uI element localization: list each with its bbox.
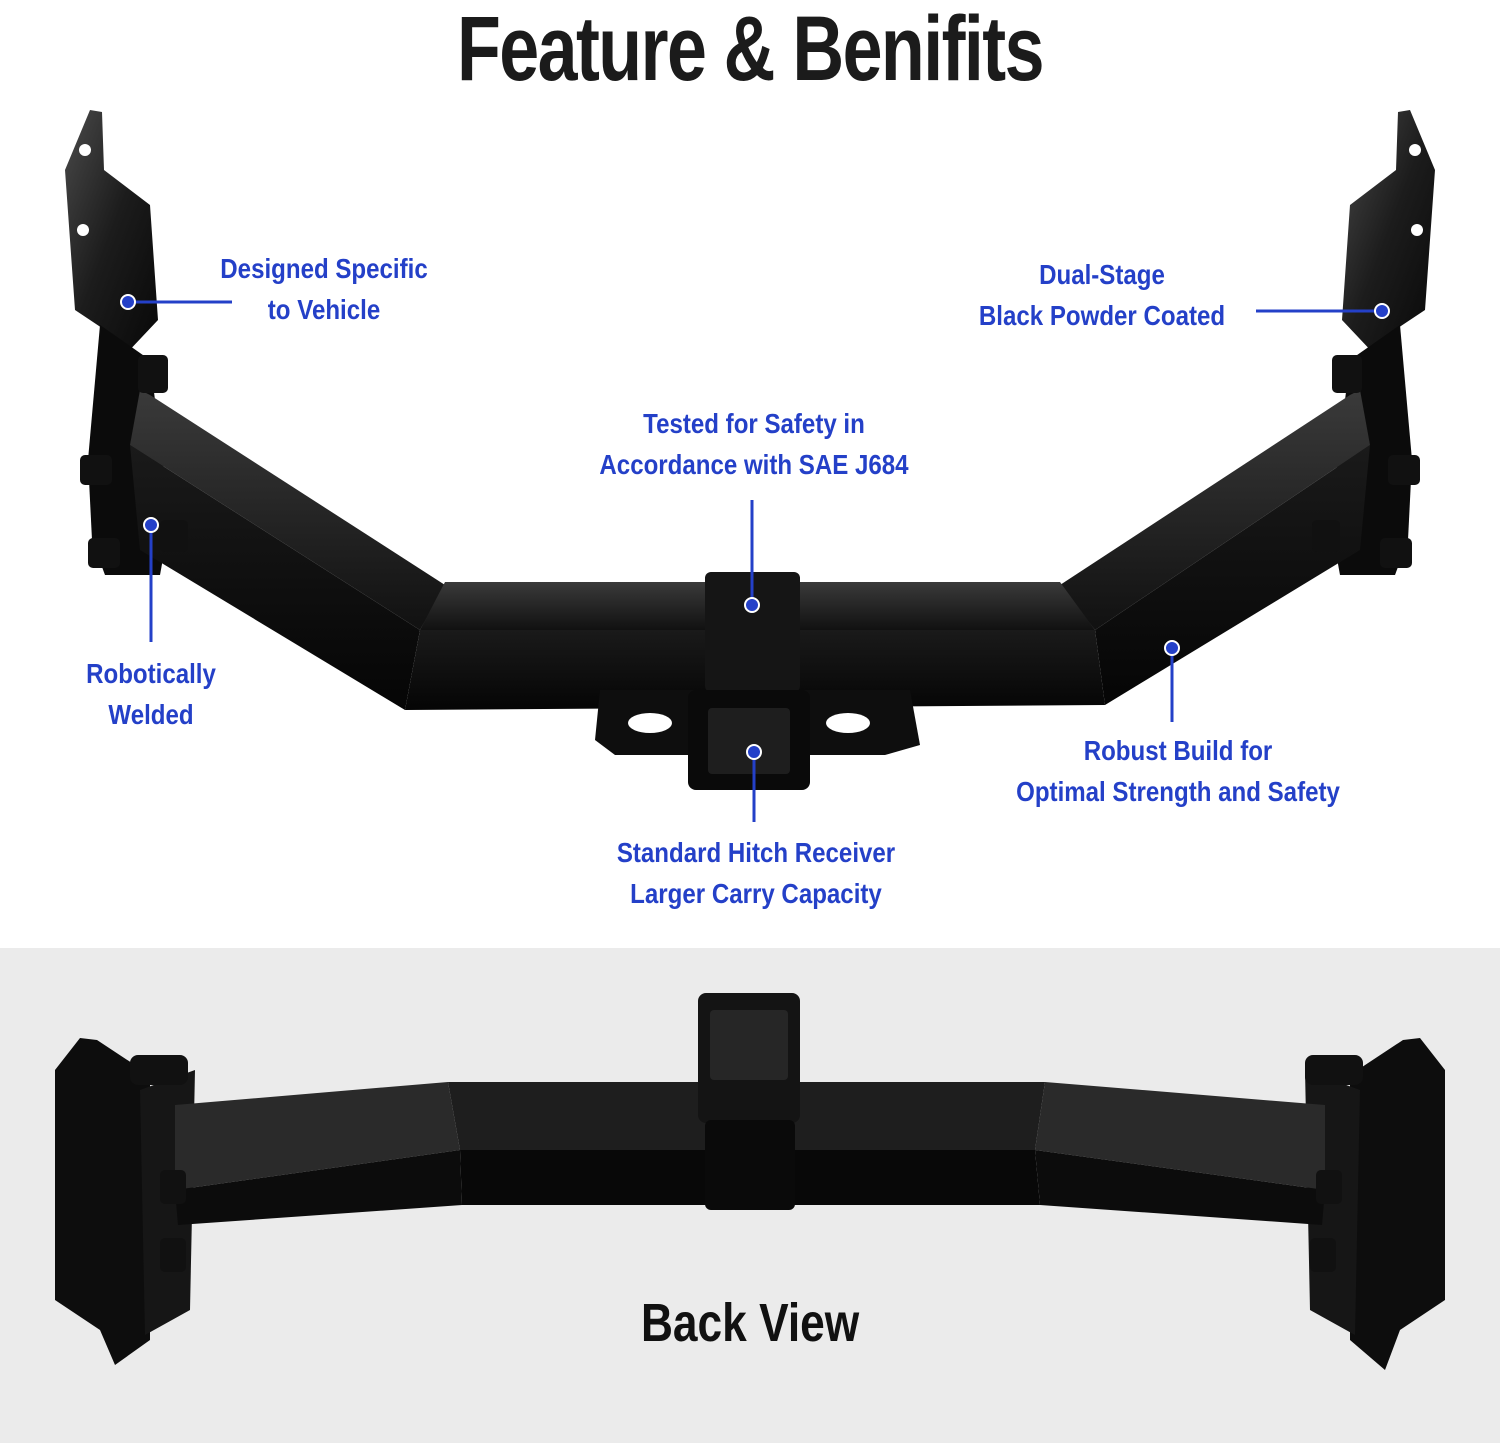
right-bolts bbox=[1312, 355, 1420, 568]
callout-dot-welded bbox=[143, 517, 159, 533]
callout-dot-receiver bbox=[746, 744, 762, 760]
back-receiver-lower bbox=[705, 1120, 795, 1210]
left-arm-tube-top bbox=[130, 390, 445, 630]
left-bolts bbox=[80, 355, 188, 568]
callout-tested-safety: Tested for Safety in Accordance with SAE… bbox=[599, 408, 909, 480]
page-title: Feature & Benifits bbox=[457, 0, 1045, 100]
callout-dot-coated bbox=[1374, 303, 1390, 319]
callout-robust-build: Robust Build for Optimal Strength and Sa… bbox=[1016, 735, 1340, 807]
back-right-arm-face bbox=[1035, 1150, 1325, 1225]
back-left-arm-top bbox=[175, 1082, 460, 1190]
hitch-receiver bbox=[688, 572, 810, 790]
callout-dot-robust bbox=[1164, 640, 1180, 656]
right-arm-tube-face bbox=[1095, 445, 1370, 705]
back-right-arm-top bbox=[1035, 1082, 1325, 1190]
back-view-label: Back View bbox=[640, 1293, 860, 1353]
back-receiver-opening bbox=[710, 1010, 788, 1080]
callout-dot-tested bbox=[744, 597, 760, 613]
callout-robotically-welded: Robotically Welded bbox=[86, 658, 216, 730]
callout-dots bbox=[120, 294, 1390, 760]
callout-dot-designed bbox=[120, 294, 136, 310]
callout-powder-coated: Dual-Stage Black Powder Coated bbox=[978, 259, 1226, 331]
left-arm-tube-face bbox=[130, 445, 420, 710]
right-arm-tube-top bbox=[1060, 390, 1370, 630]
back-right-plate bbox=[1350, 1038, 1445, 1370]
callout-designed-specific: Designed Specific to Vehicle bbox=[220, 253, 428, 325]
callout-lines bbox=[128, 300, 1382, 822]
callout-hitch-receiver: Standard Hitch Receiver Larger Carry Cap… bbox=[616, 837, 896, 909]
back-left-plate bbox=[55, 1038, 150, 1365]
back-left-arm-face bbox=[175, 1150, 462, 1225]
